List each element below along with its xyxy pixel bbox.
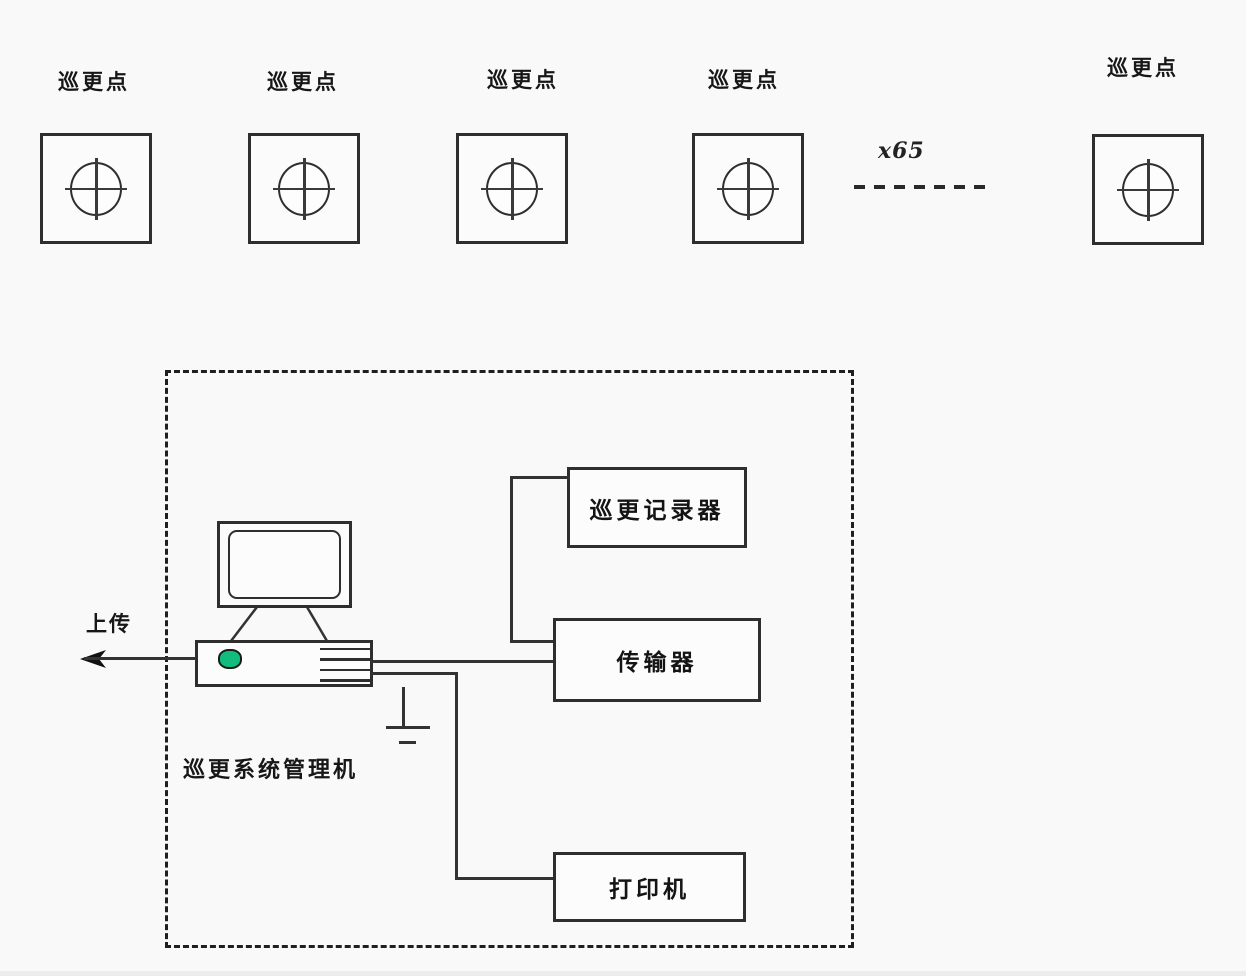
upload-line [84,657,196,660]
patrol-point-label: 巡更点 [708,69,780,92]
patrol-point-box [40,133,152,244]
crosshair-icon [65,157,127,220]
transmitter-box: 传输器 [553,618,761,702]
printer-box: 打印机 [553,852,746,922]
printer-label: 打印机 [609,876,690,902]
vent-slot [320,658,371,661]
repeat-count-label: x65 [878,138,925,164]
crosshair-icon [481,157,543,220]
crosshair-icon [1117,158,1179,221]
patrol-point-box [456,133,568,244]
recorder-connector-h2 [510,640,553,643]
vent-slot [320,647,371,650]
patrol-point-label: 巡更点 [487,69,559,92]
patrol-point-box [248,133,360,244]
recorder-box: 巡更记录器 [567,467,747,548]
upload-label: 上传 [86,613,132,636]
crosshair-icon [717,157,779,220]
pc-to-printer-line-v [455,672,458,879]
ground-bar-short [399,741,416,744]
monitor-icon [217,521,352,608]
recorder-connector-h1 [510,476,570,479]
monitor-screen [228,530,341,599]
bottom-edge-strip [0,971,1246,976]
pc-to-transmitter-line [371,660,553,663]
patrol-point-box [692,133,804,244]
vent-slot [320,679,371,682]
power-button-icon [218,649,242,669]
transmitter-label: 传输器 [616,649,698,675]
recorder-label: 巡更记录器 [589,496,725,523]
pc-to-printer-line-h1 [371,672,457,675]
management-station-label: 巡更系统管理机 [183,757,359,782]
patrol-point-label: 巡更点 [267,71,339,94]
pc-to-printer-line-h2 [455,877,553,880]
system-unit-icon [195,640,373,687]
recorder-connector-v [510,476,513,643]
vent-slot [320,668,371,671]
ground-bar-long [386,726,430,729]
ground-stem [402,687,405,727]
repeat-ellipsis-dashes [854,185,987,189]
crosshair-icon [273,157,335,220]
patrol-point-label: 巡更点 [58,71,130,94]
patrol-point-box [1092,134,1204,245]
patrol-point-label: 巡更点 [1107,57,1179,80]
